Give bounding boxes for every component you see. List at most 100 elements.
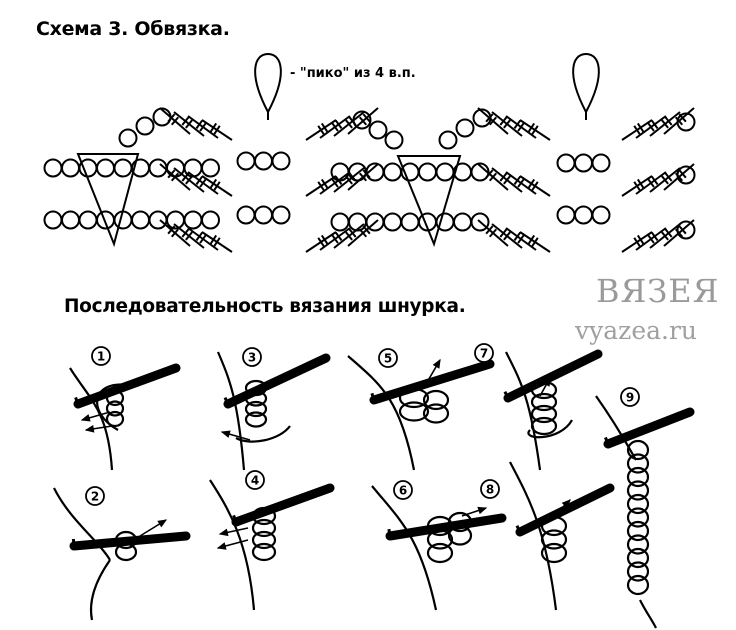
double-crochet-stitch	[635, 115, 667, 139]
chain-stitch	[201, 158, 220, 178]
yarn-strand	[209, 479, 256, 611]
double-crochet-stitch	[505, 227, 537, 251]
yarn-loop	[626, 561, 650, 582]
double-crochet-stitch	[201, 119, 233, 141]
crochet-hook-icon	[223, 353, 331, 409]
step-number-badge: 5	[378, 348, 398, 368]
yarn-strand	[53, 487, 111, 561]
chain-stitch	[591, 205, 611, 225]
yarn-strand	[347, 355, 416, 471]
double-crochet-stitch	[477, 107, 509, 135]
yarn-loop	[426, 542, 454, 564]
crochet-hook-icon	[385, 513, 507, 541]
double-crochet-stitch	[187, 115, 219, 139]
step-number-badge: 4	[245, 470, 265, 490]
chain-stitch	[61, 158, 80, 178]
double-crochet-stitch	[477, 163, 509, 191]
chain-stitch	[96, 210, 115, 230]
chain-stitch	[96, 158, 115, 178]
yarn-strand	[527, 419, 573, 439]
yarn-loop	[244, 400, 268, 418]
crochet-hook-icon	[503, 349, 603, 403]
yarn-loop	[626, 439, 650, 461]
double-crochet-stitch	[347, 219, 379, 247]
chain-stitch	[556, 205, 576, 225]
double-crochet-stitch	[305, 119, 337, 141]
watermark-name: ВЯЗЕЯ	[596, 272, 720, 310]
double-crochet-stitch	[173, 167, 205, 193]
yarn-loop	[398, 401, 430, 422]
yarn-loop	[626, 507, 650, 528]
double-crochet-stitch	[649, 111, 681, 137]
step-number-badge: 7	[474, 343, 494, 363]
yarn-loop	[626, 453, 650, 474]
chain-stitch	[148, 210, 168, 230]
chain-stitch	[453, 212, 472, 232]
direction-arrow-icon	[539, 376, 551, 397]
chain-stitch	[418, 162, 437, 182]
chain-stitch	[78, 210, 98, 230]
double-crochet-stitch	[333, 111, 365, 137]
watermark-site: vyazea.ru	[575, 316, 698, 345]
yarn-loop	[540, 529, 568, 550]
double-crochet-stitch	[319, 227, 351, 251]
double-crochet-stitch	[319, 171, 351, 195]
step-number: 6	[399, 484, 407, 498]
yarn-loop	[105, 400, 125, 417]
chain-stitch	[438, 130, 458, 150]
yarn-loop	[530, 404, 558, 424]
yarn-loop	[105, 410, 125, 428]
yarn-loop	[540, 542, 568, 564]
crochet-hook-icon	[231, 483, 335, 527]
step-number-badge: 2	[85, 486, 105, 506]
double-crochet-stitch	[663, 163, 695, 191]
step-number: 2	[91, 490, 99, 504]
chain-stitch	[574, 205, 593, 225]
double-crochet-stitch	[305, 231, 337, 253]
yarn-strand	[235, 425, 291, 443]
yarn-loop	[251, 530, 277, 550]
direction-arrow-icon	[461, 506, 488, 517]
picot-icon	[572, 52, 600, 115]
step-number: 1	[97, 350, 105, 364]
yarn-strand	[505, 351, 542, 471]
double-crochet-stitch	[621, 231, 653, 253]
crochet-hook-icon	[69, 531, 191, 551]
chain-stitch	[113, 158, 133, 178]
double-crochet-stitch	[333, 167, 365, 193]
yarn-strand	[89, 559, 111, 621]
yarn-strand	[69, 367, 114, 471]
double-crochet-stitch	[621, 175, 653, 197]
picot-icon	[254, 52, 282, 115]
chain-stitch	[43, 158, 63, 178]
chain-stitch	[135, 116, 155, 136]
direction-arrow-icon	[84, 424, 113, 433]
double-crochet-stitch	[159, 163, 191, 191]
chain-stitch	[254, 151, 273, 171]
triangle-marker	[396, 155, 462, 248]
crochet-hook-icon	[515, 483, 615, 537]
double-crochet-stitch	[491, 111, 523, 137]
chain-stitch	[591, 153, 611, 173]
scheme-title: Схема 3. Обвязка.	[36, 18, 230, 40]
yarn-loop	[530, 392, 558, 412]
step-number-badge: 6	[393, 480, 413, 500]
step-number: 4	[251, 474, 259, 488]
double-crochet-stitch	[505, 171, 537, 195]
double-crochet-stitch	[635, 227, 667, 251]
double-crochet-stitch	[187, 171, 219, 195]
chain-stitch	[271, 205, 291, 225]
chain-stitch	[201, 210, 220, 230]
chain-stitch	[435, 162, 455, 182]
double-crochet-stitch	[477, 219, 509, 247]
chain-stitch	[271, 151, 291, 171]
double-crochet-stitch	[621, 119, 653, 141]
direction-arrow-icon	[218, 527, 249, 537]
yarn-loop	[626, 534, 650, 555]
yarn-loop	[626, 493, 650, 515]
yarn-strand	[509, 461, 558, 611]
picot-legend-text: - "пико" из 4 в.п.	[290, 66, 416, 81]
crochet-hook-icon	[603, 407, 695, 449]
